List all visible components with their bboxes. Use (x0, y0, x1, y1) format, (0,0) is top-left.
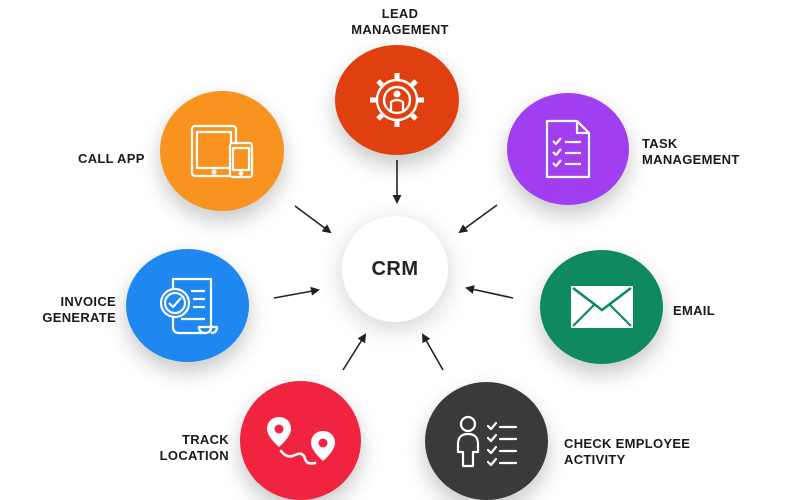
label-call-app: CALL APP (78, 151, 145, 166)
arrow-track-location (342, 333, 367, 371)
arrow-call-app (294, 205, 332, 234)
arrow-check-employee-activity (422, 333, 444, 371)
tablet-phone-icon (188, 123, 256, 179)
label-check-employee-activity: CHECK EMPLOYEE ACTIVITY (564, 436, 691, 467)
node-email (540, 250, 663, 364)
arrow-invoice-generate (273, 286, 320, 299)
envelope-icon (569, 284, 635, 330)
checklist-document-icon (541, 117, 595, 181)
node-check-employee-activity (425, 382, 548, 500)
node-track-location (240, 381, 361, 500)
label-lead-management: LEAD MANAGEMENT (351, 6, 449, 37)
label-email: EMAIL (673, 303, 715, 318)
crm-hub: CRM (342, 216, 448, 322)
node-invoice-generate (126, 249, 249, 362)
arrow-task-management (458, 204, 498, 234)
employee-checklist-icon (452, 412, 522, 470)
route-pins-icon (265, 415, 337, 467)
label-track-location: TRACK LOCATION (159, 432, 229, 463)
crm-hub-label: CRM (371, 257, 419, 280)
label-invoice-generate: INVOICE GENERATE (42, 294, 116, 325)
label-task-management: TASK MANAGEMENT (642, 136, 740, 167)
node-lead-management (335, 45, 459, 155)
gear-person-icon (364, 67, 430, 133)
node-call-app (160, 91, 284, 211)
invoice-check-icon (155, 275, 221, 337)
arrow-email (465, 285, 514, 299)
node-task-management (507, 93, 629, 205)
